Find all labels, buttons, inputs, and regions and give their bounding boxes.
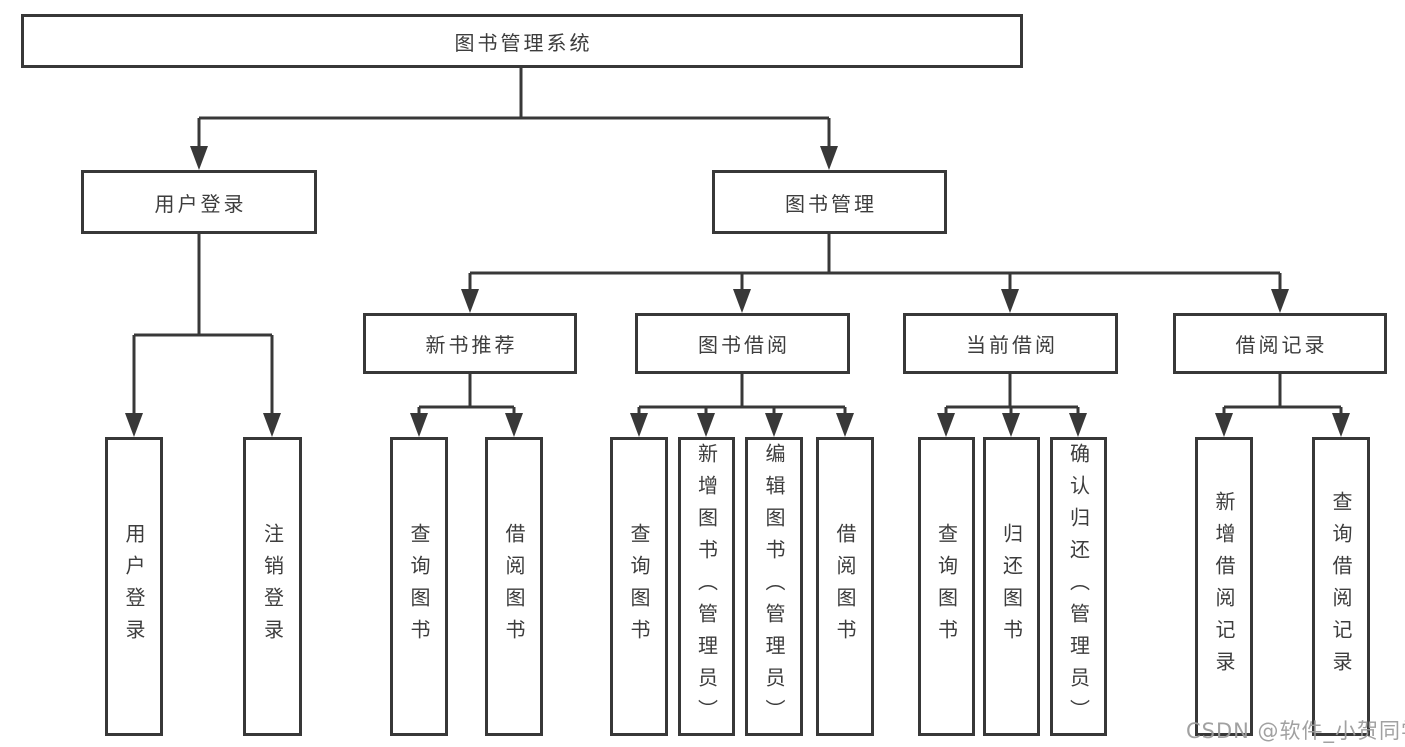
leaf-records-add-record: 新增借阅记录: [1195, 437, 1253, 736]
leaf-borrow-edit-books-admin: 编辑图书（管理员）: [745, 437, 803, 736]
leaf-borrow-borrow-books: 借阅图书: [816, 437, 874, 736]
leaf-user-login: 用户登录: [105, 437, 163, 736]
node-borrow-records: 借阅记录: [1173, 313, 1387, 374]
leaf-recommend-borrow-books: 借阅图书: [485, 437, 543, 736]
leaf-records-query-record: 查询借阅记录: [1312, 437, 1370, 736]
node-library-system: 图书管理系统: [21, 14, 1023, 68]
leaf-borrow-query-books: 查询图书: [610, 437, 668, 736]
node-book-borrow: 图书借阅: [635, 313, 850, 374]
leaf-current-confirm-return-admin: 确认归还（管理员）: [1050, 437, 1107, 736]
arrowheads: [125, 146, 1350, 437]
node-book-management: 图书管理: [712, 170, 947, 234]
leaf-current-query-books: 查询图书: [918, 437, 975, 736]
node-new-book-recommend: 新书推荐: [363, 313, 577, 374]
leaf-current-return-books: 归还图书: [983, 437, 1040, 736]
leaf-borrow-add-books-admin: 新增图书（管理员）: [678, 437, 735, 736]
watermark-csdn: CSDN @软件_小贺同学: [1186, 719, 1405, 743]
leaf-recommend-query-books: 查询图书: [390, 437, 448, 736]
node-current-borrow: 当前借阅: [903, 313, 1118, 374]
node-user-login: 用户登录: [81, 170, 317, 234]
leaf-logout: 注销登录: [243, 437, 302, 736]
